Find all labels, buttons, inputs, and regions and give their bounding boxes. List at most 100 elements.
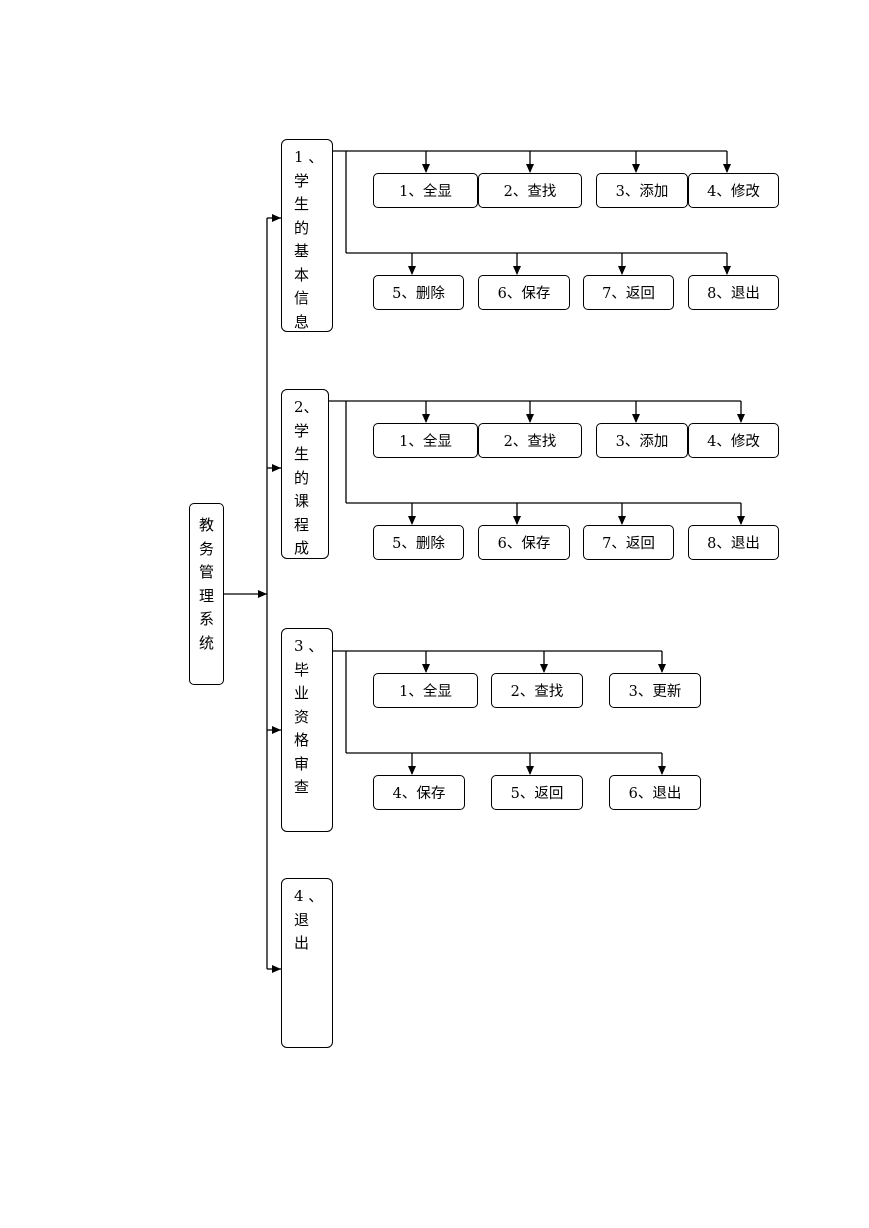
module-arrow — [272, 965, 281, 973]
function-node: 6、保存 — [478, 525, 570, 560]
function-label: 8、退出 — [707, 536, 760, 552]
function-label: 3、添加 — [615, 434, 669, 450]
module-arrow — [272, 214, 281, 222]
row1-arrow — [526, 414, 534, 423]
module-label-char: 2、 — [294, 398, 319, 416]
module-label-char: 业 — [294, 684, 310, 702]
row2-arrow — [408, 766, 416, 775]
module-label: 3 、毕业资格审查 — [294, 635, 324, 800]
root-label-char: 管 — [198, 563, 214, 581]
module-label-char: 3 、 — [294, 637, 324, 655]
function-node: 7、返回 — [583, 525, 674, 560]
function-node: 2、查找 — [478, 423, 582, 458]
function-node: 4、保存 — [373, 775, 465, 810]
root-label-char: 教 — [198, 516, 214, 534]
function-node: 3、添加 — [596, 173, 688, 208]
module-label-char: 审 — [294, 754, 310, 773]
function-node: 5、删除 — [373, 525, 464, 560]
function-label: 5、删除 — [392, 536, 445, 552]
root-label-char: 统 — [198, 633, 214, 652]
function-label: 6、保存 — [497, 286, 551, 302]
function-node: 1、全显 — [373, 173, 478, 208]
function-node: 6、保存 — [478, 275, 570, 310]
function-label: 7、返回 — [602, 536, 655, 552]
row1-arrow — [422, 164, 430, 173]
function-label: 1、全显 — [399, 684, 452, 700]
function-label: 3、更新 — [628, 684, 682, 700]
function-node: 8、退出 — [688, 275, 779, 310]
module-label-char: 学 — [294, 171, 310, 190]
module-label: 2、学生的课程成 — [294, 396, 319, 561]
row1-arrow — [540, 664, 548, 673]
function-node: 4、修改 — [688, 423, 779, 458]
row1-arrow — [526, 164, 534, 173]
module-label-char: 资 — [294, 707, 310, 726]
module-node-4: 4 、退出 — [281, 878, 333, 1048]
function-label: 4、保存 — [392, 786, 446, 802]
function-node: 2、查找 — [491, 673, 583, 708]
function-label: 8、退出 — [707, 286, 760, 302]
row2-arrow — [513, 266, 521, 275]
root-label: 教务管理系统 — [190, 514, 223, 655]
module-label-char: 的 — [294, 468, 310, 487]
function-node: 8、退出 — [688, 525, 779, 560]
function-label: 3、添加 — [615, 184, 669, 200]
module-label-char: 格 — [294, 731, 310, 749]
function-node: 1、全显 — [373, 673, 478, 708]
function-node: 5、删除 — [373, 275, 464, 310]
module-arrow — [272, 726, 281, 734]
row1-arrow — [723, 164, 731, 173]
module-label-char: 生 — [294, 445, 310, 463]
module-label-char: 信 — [294, 289, 310, 307]
row1-arrow — [632, 414, 640, 423]
function-label: 1、全显 — [399, 434, 452, 450]
function-label: 6、保存 — [497, 536, 551, 552]
function-node: 7、返回 — [583, 275, 674, 310]
row1-arrow — [632, 164, 640, 173]
function-node: 4、修改 — [688, 173, 779, 208]
module-label-char: 本 — [294, 265, 310, 284]
root-arrow — [258, 590, 267, 598]
row2-arrow — [723, 266, 731, 275]
function-node: 3、添加 — [596, 423, 688, 458]
row2-arrow — [408, 266, 416, 275]
module-label-char: 毕 — [294, 660, 310, 679]
row2-arrow — [513, 516, 521, 525]
module-label-char: 课 — [294, 492, 310, 510]
module-label-char: 生 — [294, 195, 310, 213]
module-arrow — [272, 464, 281, 472]
function-node: 5、返回 — [491, 775, 583, 810]
function-label: 7、返回 — [602, 286, 655, 302]
row2-arrow — [408, 516, 416, 525]
row2-arrow — [526, 766, 534, 775]
module-label-char: 查 — [294, 778, 310, 796]
function-label: 6、退出 — [628, 786, 682, 802]
module-label-char: 4 、 — [294, 887, 324, 905]
module-label-char: 学 — [294, 421, 310, 440]
module-label-char: 成 — [294, 539, 310, 557]
root-node: 教务管理系统 — [189, 503, 224, 685]
module-node-1: 1 、学生的基本信息 — [281, 139, 333, 332]
module-node-2: 2、学生的课程成 — [281, 389, 329, 559]
function-label: 4、修改 — [707, 184, 760, 200]
function-label: 2、查找 — [503, 434, 557, 450]
function-node: 2、查找 — [478, 173, 582, 208]
function-node: 1、全显 — [373, 423, 478, 458]
module-label-char: 息 — [294, 312, 310, 331]
function-label: 2、查找 — [510, 684, 564, 700]
root-label-char: 系 — [198, 610, 214, 628]
root-label-char: 务 — [198, 539, 214, 558]
row1-arrow — [422, 664, 430, 673]
row2-arrow — [737, 516, 745, 525]
function-label: 5、删除 — [392, 286, 445, 302]
function-node: 3、更新 — [609, 673, 701, 708]
module-label-char: 的 — [294, 218, 310, 237]
row1-arrow — [422, 414, 430, 423]
function-label: 5、返回 — [510, 786, 564, 802]
module-label-char: 退 — [294, 910, 310, 929]
row1-arrow — [737, 414, 745, 423]
module-label: 1 、学生的基本信息 — [294, 146, 323, 334]
row2-arrow — [618, 516, 626, 525]
module-label-char: 基 — [294, 242, 310, 260]
module-label-char: 程 — [294, 515, 310, 534]
